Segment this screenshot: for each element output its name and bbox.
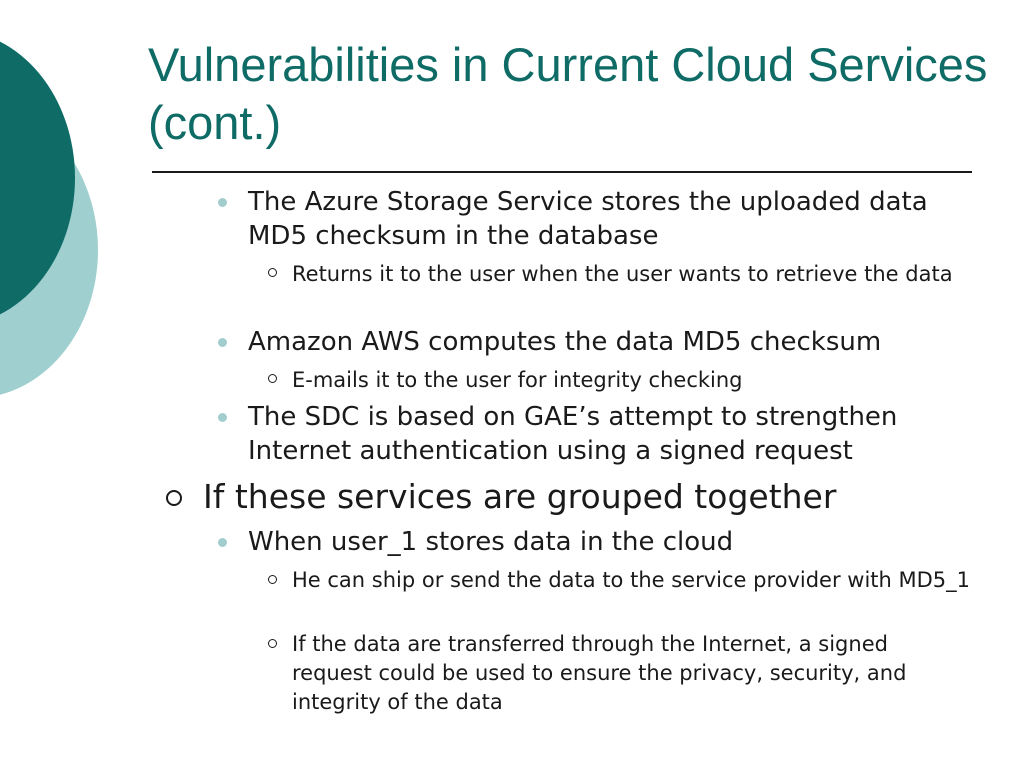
bullet-ring-icon (268, 374, 277, 383)
bullet-level3: If the data are transferred through the … (292, 632, 907, 714)
bullet-level1: If these services are grouped together (203, 477, 837, 516)
bullet-ring-icon (268, 575, 277, 584)
bullet-dot-icon (218, 338, 227, 347)
bullet-dot-icon (218, 198, 227, 207)
bullet-level3: Returns it to the user when the user wan… (292, 262, 953, 286)
bullet-dot-icon (218, 538, 227, 547)
bullet-ring-icon (166, 490, 182, 506)
bullet-level2: When user_1 stores data in the cloud (248, 527, 734, 557)
slide-title: Vulnerabilities in Current Cloud Service… (148, 38, 988, 149)
bullet-ring-icon (268, 639, 277, 648)
bullet-level2: The Azure Storage Service stores the upl… (248, 187, 928, 251)
bullet-dot-icon (218, 413, 227, 422)
bullet-level2: The SDC is based on GAE’s attempt to str… (248, 402, 898, 466)
bullet-level2: Amazon AWS computes the data MD5 checksu… (248, 327, 882, 357)
bullet-ring-icon (268, 268, 277, 277)
bullet-level3: He can ship or send the data to the serv… (292, 568, 971, 592)
title-divider (152, 171, 972, 173)
bullet-level3: E-mails it to the user for integrity che… (292, 368, 743, 392)
